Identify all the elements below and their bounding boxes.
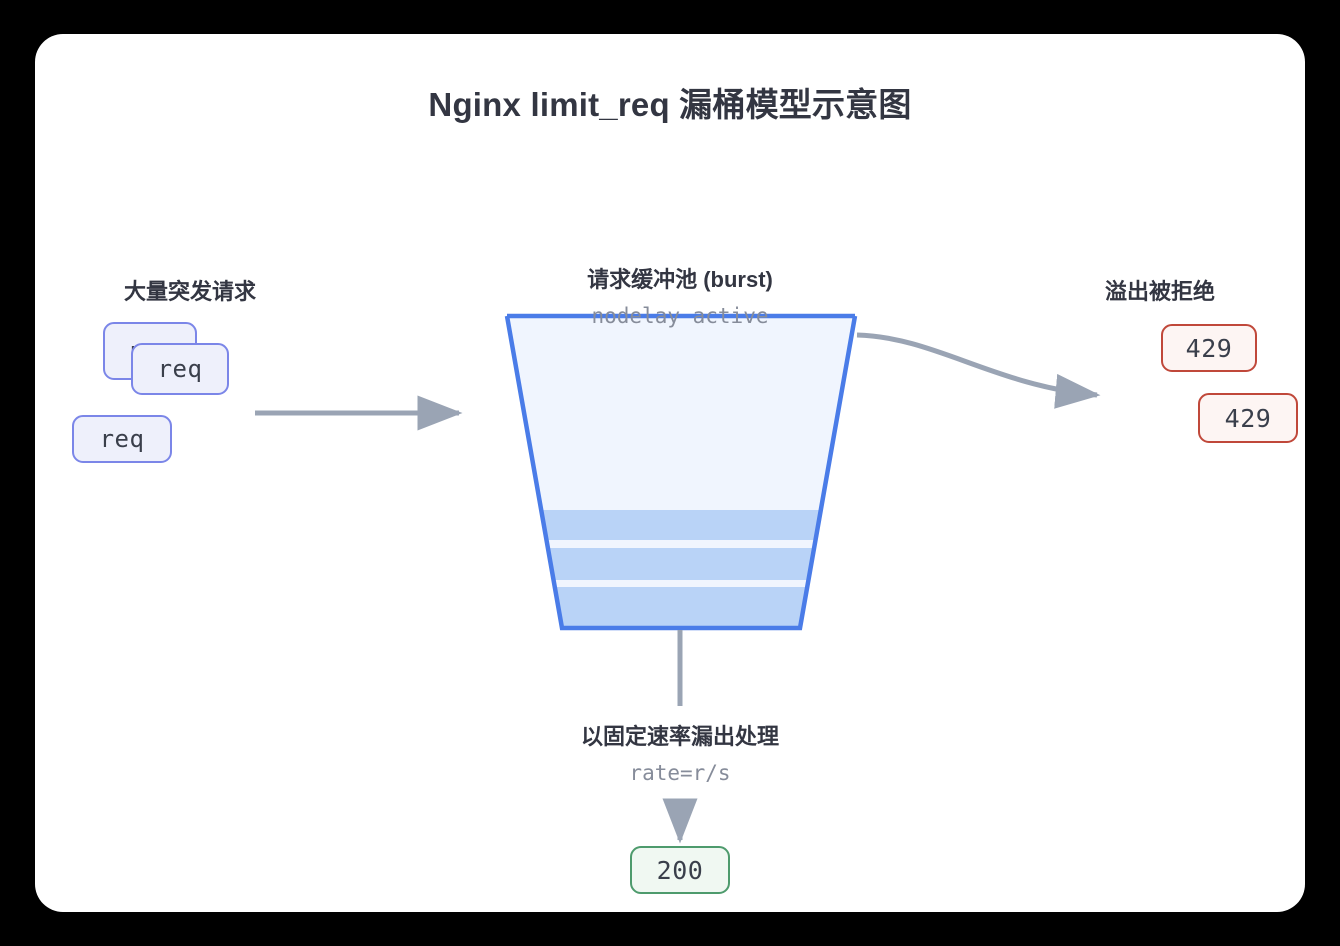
bucket-fill-bands	[507, 510, 855, 628]
bucket-fill-band	[507, 548, 855, 580]
status-chip-429-upper[interactable]: 429	[1161, 324, 1257, 372]
diagram-card: Nginx limit_req 漏桶模型示意图	[35, 34, 1305, 912]
status-chip-429-lower[interactable]: 429	[1198, 393, 1298, 443]
request-chip-front[interactable]: req	[131, 343, 229, 395]
overflow-heading: 溢出被拒绝	[1104, 279, 1215, 304]
request-chip-lower[interactable]: req	[72, 415, 172, 463]
burst-bucket-shape	[504, 313, 858, 631]
drain-heading: 以固定速率漏出处理	[580, 724, 779, 749]
arrow-overflow-rejected	[856, 332, 1101, 409]
status-chip-200[interactable]: 200	[630, 846, 730, 894]
page-title: Nginx limit_req 漏桶模型示意图	[428, 86, 912, 123]
bucket-fill-band	[507, 510, 855, 540]
bucket-subheading: nodelay active	[591, 304, 769, 328]
bucket-heading: 请求缓冲池 (burst)	[587, 267, 773, 292]
input-heading: 大量突发请求	[123, 279, 256, 304]
bucket-fill-band	[507, 587, 855, 628]
drain-subheading: rate=r/s	[629, 761, 731, 785]
